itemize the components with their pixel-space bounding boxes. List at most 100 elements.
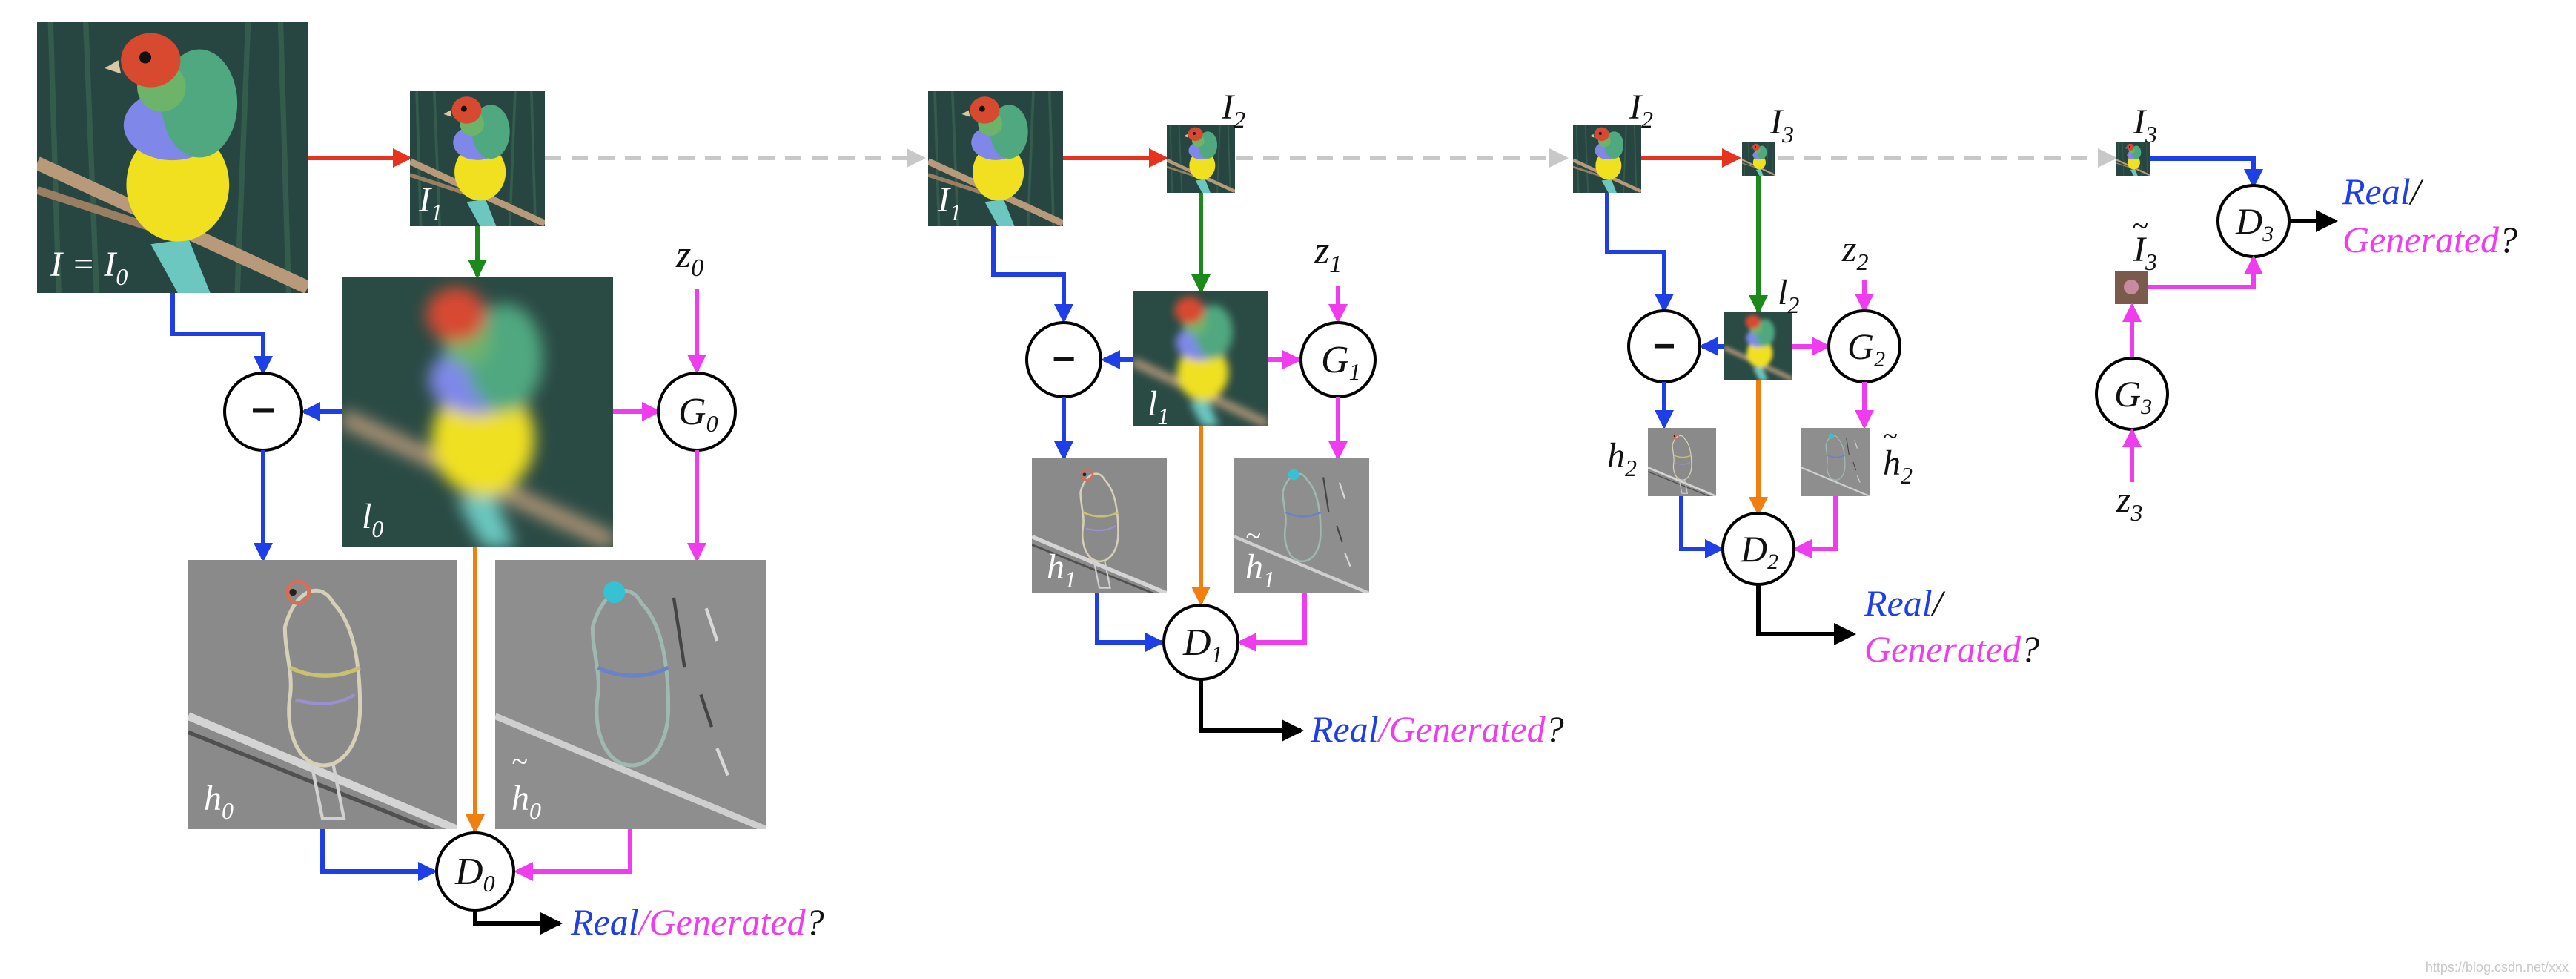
arrow-i3-to-d3 — [2150, 156, 2263, 188]
svg-text:G0: G0 — [678, 391, 718, 437]
svg-text:~: ~ — [2132, 209, 2148, 243]
arrow-h2-to-d2 — [1679, 496, 1724, 558]
svg-text:I2: I2 — [1221, 88, 1245, 133]
generator-node-g1: G1 — [1299, 321, 1377, 398]
image-itilde3: ~ I3 — [2115, 209, 2157, 304]
arrow-itilde3-to-d3 — [2148, 255, 2263, 289]
subtract-node-2: − — [1627, 309, 1701, 383]
generator-node-g2: G2 — [1827, 309, 1901, 383]
svg-text:G2: G2 — [1847, 326, 1885, 372]
discriminator-node-d2: D2 — [1721, 512, 1795, 586]
output-d3-generated: Generated? — [2342, 219, 2517, 260]
svg-text:D3: D3 — [2235, 200, 2274, 246]
arrow-htilde2-to-d2 — [1792, 496, 1838, 558]
tilde-h0: ~ — [511, 745, 528, 778]
image-l2: l2 — [1724, 273, 1799, 380]
image-h1: h1 — [1032, 458, 1167, 599]
label-l0: l — [362, 497, 371, 536]
watermark: https://blog.csdn.net/xxx — [2426, 960, 2569, 975]
svg-text:h1: h1 — [1047, 547, 1076, 593]
image-htilde0: ~ h0 — [495, 560, 766, 829]
level-1: I1 I2 l1 − z1 — [928, 88, 1569, 750]
arrow-real-to-minus-0 — [170, 293, 273, 375]
arrow-h1-to-d1 — [1095, 593, 1165, 652]
svg-text:I = I0: I = I0 — [50, 245, 128, 290]
arrow-htilde0-to-d0 — [514, 829, 632, 881]
image-i3-small: I3 — [1742, 102, 1794, 176]
label-h0: h — [204, 779, 222, 818]
arrow-htilde1-to-d1 — [1237, 593, 1307, 652]
svg-text:l1: l1 — [1148, 384, 1169, 429]
output-d2-generated: Generated? — [1864, 628, 2039, 670]
generator-node-g3: G3 — [2095, 357, 2169, 431]
svg-text:h2: h2 — [1883, 444, 1913, 489]
image-htilde1: ~ h1 — [1234, 458, 1369, 593]
output-d1: Real/Generated? — [1310, 708, 1564, 750]
arrow-real-to-minus-1 — [991, 226, 1073, 323]
level-2: I2 I3 l2 − z2 — [1573, 88, 2117, 670]
svg-text:−: − — [1052, 337, 1076, 381]
label-i0-sub: 0 — [116, 263, 128, 290]
svg-text:l0: l0 — [362, 497, 383, 542]
svg-text:D2: D2 — [1740, 528, 1778, 574]
label-l0-sub: 0 — [371, 515, 383, 542]
arrow-d2-output — [1756, 584, 1856, 645]
image-h0: h0 — [188, 560, 457, 840]
image-htilde2: ~ h2 — [1801, 421, 1913, 496]
image-h2: h2 — [1607, 428, 1716, 496]
svg-text:h1: h1 — [1245, 547, 1275, 593]
label-z0: z0 — [675, 234, 703, 282]
label-z1: z1 — [1314, 230, 1342, 278]
svg-text:D1: D1 — [1182, 622, 1223, 668]
svg-text:h0: h0 — [204, 779, 234, 824]
output-d2-real: Real/ — [1864, 582, 1946, 624]
generator-node-g0: G0 — [657, 372, 737, 452]
svg-text:l2: l2 — [1778, 273, 1799, 318]
minus-symbol-0: − — [251, 386, 276, 433]
image-i1: I1 — [928, 91, 1063, 226]
arrow-h0-to-d0 — [320, 829, 437, 881]
svg-text:~: ~ — [1883, 421, 1897, 451]
label-h0-sub: 0 — [222, 797, 234, 824]
svg-text:I3: I3 — [2133, 230, 2157, 275]
svg-text:I3: I3 — [2133, 102, 2157, 148]
image-i1-small: I1 — [410, 91, 545, 226]
discriminator-node-d3: D3 — [2216, 184, 2291, 258]
image-i0: I = I0 — [37, 22, 308, 293]
svg-text:G3: G3 — [2114, 373, 2152, 419]
svg-text:h2: h2 — [1607, 436, 1637, 481]
subtract-node-1: − — [1025, 321, 1102, 398]
svg-text:G1: G1 — [1321, 339, 1361, 385]
output-d0: Real/Generated? — [570, 901, 824, 943]
discriminator-node-d1: D1 — [1162, 604, 1239, 681]
image-l1: l1 — [1133, 291, 1268, 429]
svg-text:I3: I3 — [1769, 102, 1794, 148]
label-z2: z2 — [1841, 228, 1868, 275]
subtract-node-0: − — [223, 372, 303, 452]
svg-text:h0: h0 — [511, 779, 541, 824]
level-3: I3 D3 Real/ Generated? ~ I3 — [2095, 102, 2517, 526]
output-d3-real: Real/ — [2342, 171, 2424, 212]
arrow-d1-output — [1199, 679, 1304, 742]
label-htilde0: h — [511, 779, 529, 818]
arrow-d0-output — [473, 910, 563, 934]
image-i2-small: I2 — [1167, 88, 1245, 193]
label-i0: I = I — [50, 245, 117, 284]
label-i1-sub: 1 — [431, 199, 443, 225]
svg-text:D0: D0 — [454, 851, 495, 897]
label-htilde0-sub: 0 — [529, 797, 541, 824]
image-l0: l0 — [342, 277, 613, 547]
level-0: I = I0 I1 l0 − — [37, 22, 926, 943]
svg-text:I2: I2 — [1629, 88, 1653, 133]
svg-text:I1: I1 — [418, 180, 443, 225]
label-z3: z3 — [2116, 478, 2142, 526]
svg-text:~: ~ — [1245, 521, 1261, 552]
label-i1: I — [418, 180, 432, 220]
image-i3: I3 — [2116, 102, 2157, 176]
svg-text:I1: I1 — [937, 180, 961, 225]
svg-text:−: − — [1653, 325, 1675, 368]
arrow-real-to-minus-2 — [1605, 193, 1674, 313]
image-i2: I2 — [1573, 88, 1653, 193]
discriminator-node-d0: D0 — [435, 831, 515, 912]
